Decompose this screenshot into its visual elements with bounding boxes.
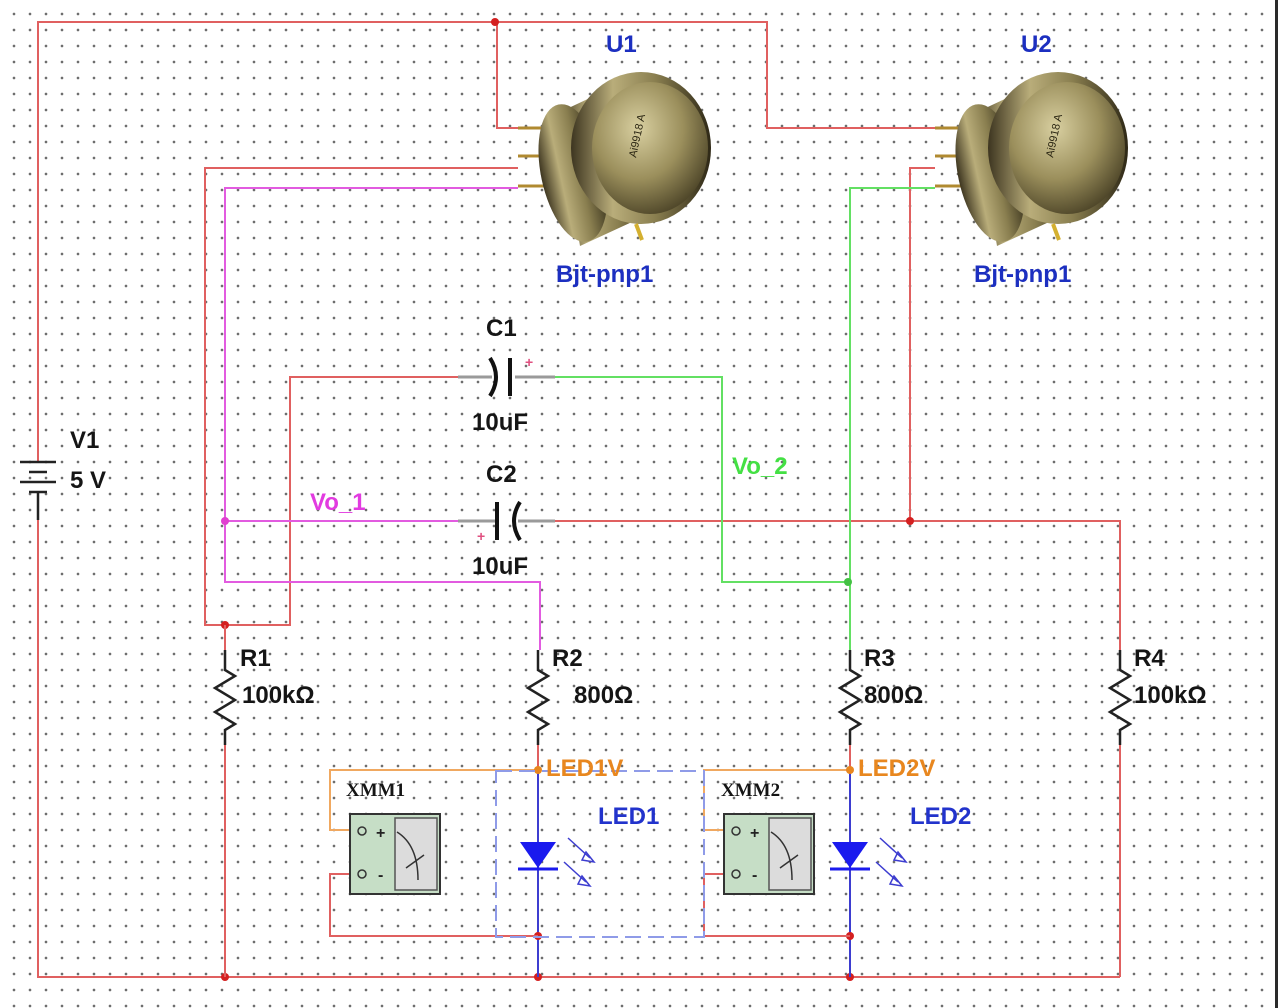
wire-u2-collector[interactable] <box>849 187 935 650</box>
net-label-led2v: LED2V <box>858 755 935 782</box>
junction-dot <box>906 517 914 525</box>
resistor-r2[interactable] <box>525 650 551 745</box>
xmm2-minus: - <box>752 867 757 884</box>
multimeter-xmm2[interactable] <box>723 813 815 895</box>
wire-u2-base[interactable] <box>909 167 935 521</box>
r1-value-label: 100kΩ <box>242 682 315 709</box>
selection-box <box>495 770 705 938</box>
wire-led1v[interactable] <box>329 769 540 831</box>
r4-value-label: 100kΩ <box>1134 682 1207 709</box>
capacitor-c1[interactable] <box>458 356 555 398</box>
transistor-u2[interactable] <box>933 70 1130 251</box>
resistor-r1[interactable] <box>212 650 238 745</box>
led2-ref-label: LED2 <box>910 803 971 830</box>
wire-vo2[interactable] <box>555 376 850 583</box>
junction-dot <box>844 578 852 586</box>
wire-c2-r4[interactable] <box>555 520 1121 650</box>
led-led1[interactable] <box>518 837 596 888</box>
net-label-led1v: LED1V <box>546 755 623 782</box>
u2-value-label: Bjt-pnp1 <box>974 261 1071 288</box>
net-label-vo2: Vo_2 <box>732 453 788 480</box>
u2-ref-label: U2 <box>1021 31 1052 58</box>
multimeter-xmm1[interactable] <box>349 813 441 895</box>
battery-v1[interactable] <box>20 440 56 520</box>
net-label-vo1: Vo_1 <box>310 489 366 516</box>
wire-u1-base[interactable] <box>204 167 518 626</box>
r3-ref-label: R3 <box>864 645 895 672</box>
resistor-r4[interactable] <box>1107 650 1133 745</box>
wire-xmm1-neg[interactable] <box>329 873 538 937</box>
xmm1-minus: - <box>378 867 383 884</box>
xmm1-ref-label: XMM1 <box>346 780 405 801</box>
u1-ref-label: U1 <box>606 31 637 58</box>
r2-ref-label: R2 <box>552 645 583 672</box>
wire-vcc-top[interactable] <box>37 21 935 440</box>
u1-value-label: Bjt-pnp1 <box>556 261 653 288</box>
r4-ref-label: R4 <box>1134 645 1165 672</box>
v1-ref-label: V1 <box>70 427 99 454</box>
r2-value-label: 800Ω <box>574 682 633 709</box>
c2-plus-sign: + <box>477 528 485 544</box>
c2-ref-label: C2 <box>486 461 517 488</box>
wire-ground-bottom[interactable] <box>37 500 1120 978</box>
r3-value-label: 800Ω <box>864 682 923 709</box>
junction-dot <box>491 18 499 26</box>
transistor-u1[interactable] <box>516 70 713 251</box>
resistor-r3[interactable] <box>837 650 863 745</box>
capacitor-c2[interactable] <box>458 500 555 542</box>
c2-value-label: 10uF <box>472 553 528 580</box>
xmm2-ref-label: XMM2 <box>721 780 780 801</box>
led1-ref-label: LED1 <box>598 803 659 830</box>
xmm2-plus: + <box>750 825 759 842</box>
wire-u1-emitter[interactable] <box>496 22 518 129</box>
c1-plus-sign: + <box>525 354 533 370</box>
r1-ref-label: R1 <box>240 645 271 672</box>
junction-dot <box>846 766 854 774</box>
junction-dot <box>221 517 229 525</box>
wire-xmm2-neg[interactable] <box>703 873 850 937</box>
c1-ref-label: C1 <box>486 315 517 342</box>
junction-dot <box>534 766 542 774</box>
v1-value-label: 5 V <box>70 467 106 494</box>
led-led2[interactable] <box>830 837 908 888</box>
xmm1-plus: + <box>376 825 385 842</box>
wire-vo1[interactable] <box>224 187 541 650</box>
c1-value-label: 10uF <box>472 409 528 436</box>
